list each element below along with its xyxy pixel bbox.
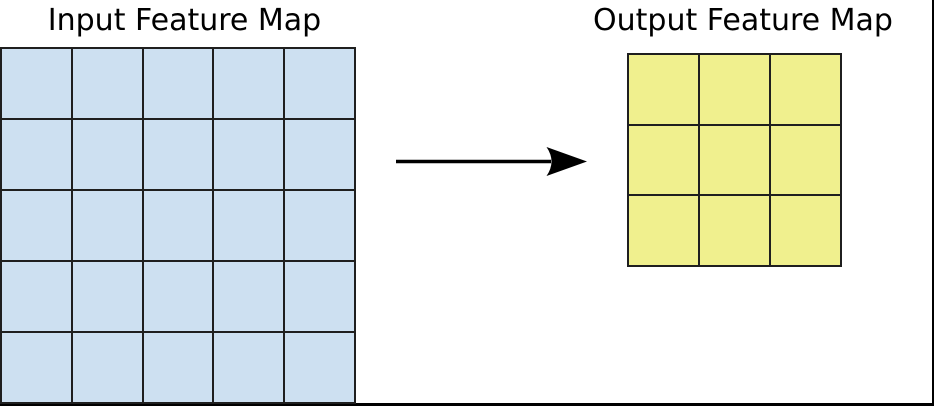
output-grid-cell <box>771 196 840 265</box>
input-grid-cell <box>72 120 142 189</box>
input-grid-cell <box>143 191 213 260</box>
input-grid-cell <box>214 262 284 331</box>
output-grid-cell <box>700 55 769 124</box>
input-grid-cell <box>2 120 71 189</box>
input-grid-cell <box>143 49 213 118</box>
input-grid-cell <box>214 120 284 189</box>
input-grid-cell <box>143 333 213 402</box>
input-grid-cell <box>2 333 71 402</box>
output-grid-cell <box>700 125 769 195</box>
output-grid-cell <box>771 55 840 124</box>
output-grid-cell <box>771 125 840 195</box>
output-feature-map-grid <box>627 53 842 267</box>
input-grid-cell <box>72 191 142 260</box>
input-grid-cell <box>72 49 142 118</box>
output-grid-cell <box>629 196 698 265</box>
input-grid-cell <box>72 333 142 402</box>
input-grid-cell <box>285 262 354 331</box>
output-grid-cell <box>700 196 769 265</box>
input-grid-cell <box>143 120 213 189</box>
input-grid-cell <box>2 49 71 118</box>
input-feature-map-grid <box>0 47 356 404</box>
input-grid-cell <box>285 333 354 402</box>
input-grid-cell <box>285 49 354 118</box>
output-grid-cell <box>629 55 698 124</box>
input-grid-cell <box>214 333 284 402</box>
input-grid-cell <box>72 262 142 331</box>
right-arrow-icon <box>396 147 587 176</box>
input-grid-cell <box>214 191 284 260</box>
input-grid-cell <box>143 262 213 331</box>
input-grid-cell <box>285 191 354 260</box>
input-grid-cell <box>285 120 354 189</box>
output-grid-cell <box>629 125 698 195</box>
input-feature-map-title: Input Feature Map <box>47 3 322 38</box>
output-feature-map-title: Output Feature Map <box>593 3 893 38</box>
input-grid-cell <box>2 191 71 260</box>
arrow-head <box>546 147 587 176</box>
input-grid-cell <box>2 262 71 331</box>
input-grid-cell <box>214 49 284 118</box>
